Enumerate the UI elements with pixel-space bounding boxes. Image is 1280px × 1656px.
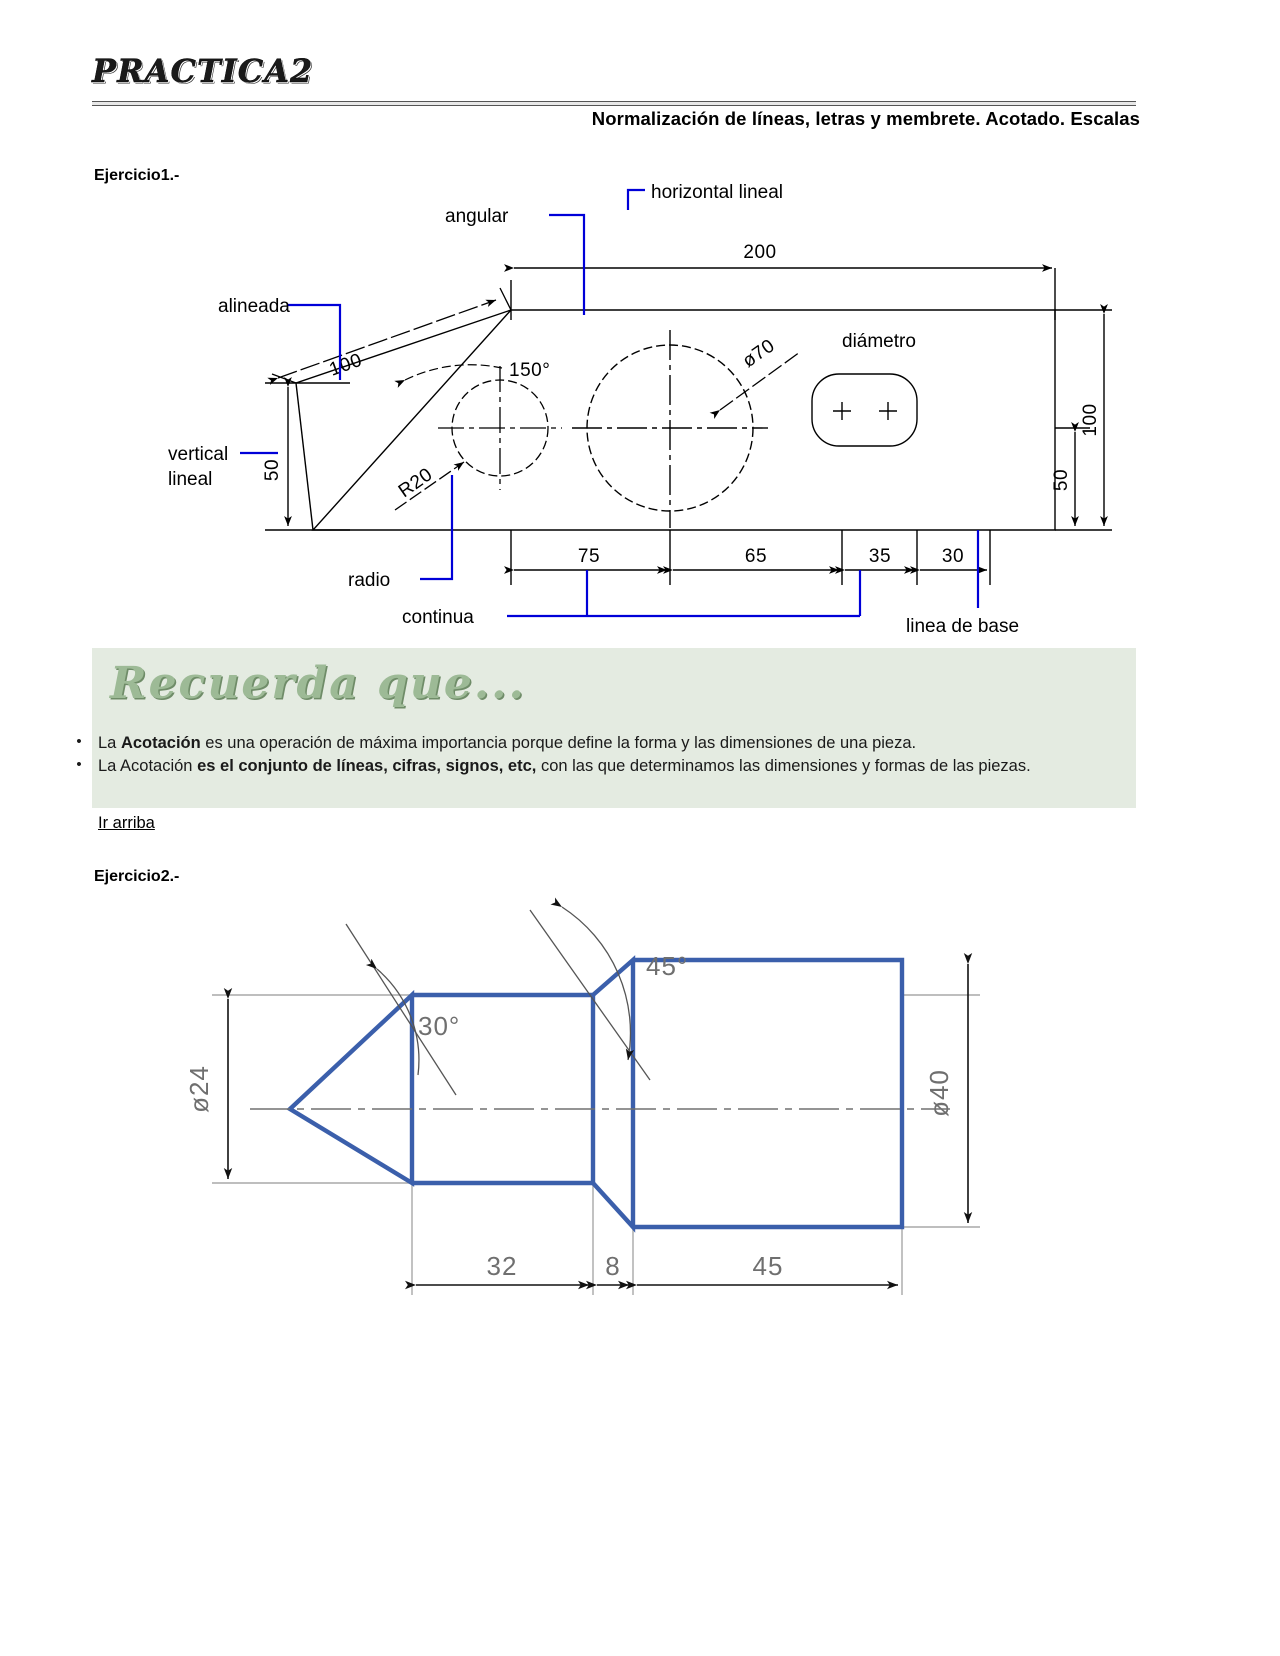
dim-value-diameter-40: ø40 (924, 1069, 954, 1117)
bullet-marker-icon: • (76, 733, 82, 750)
callout-label-lineal: lineal (168, 469, 212, 490)
leader-radio (420, 475, 454, 581)
dim-right-50 (1055, 422, 1090, 526)
dim-value-left-50: 50 (262, 459, 283, 481)
remember-box (92, 648, 1136, 808)
dim-right-100 (1055, 304, 1112, 531)
slot-hole (811, 373, 918, 447)
dim-value-length-32: 32 (487, 1251, 518, 1281)
document-title: PRACTICA2 (92, 52, 314, 90)
dim-value-angle-150: 150° (509, 360, 550, 381)
callout-label-linea-de-base: linea de base (906, 616, 1019, 637)
callout-label-horizontal-lineal: horizontal lineal (651, 182, 783, 203)
dim-value-35: 35 (869, 546, 891, 567)
dim-value-right-100: 100 (1080, 403, 1101, 436)
callout-leaders (240, 188, 980, 618)
dim-angle-30 (345, 923, 457, 1096)
dim-left-50 (265, 377, 350, 531)
list-item: • La Acotación es una operación de máxim… (60, 732, 1140, 755)
dim-aligned-100 (267, 287, 512, 386)
dim-value-angle-45: 45° (646, 951, 688, 981)
hole-large (572, 330, 768, 528)
dim-chain-bottom (504, 530, 991, 585)
dim-value-30: 30 (942, 546, 964, 567)
remember-heading: Recuerda que... (110, 658, 526, 709)
leader-angular (549, 213, 586, 315)
callout-label-angular: angular (445, 206, 509, 227)
dim-value-aligned-100: 100 (327, 350, 365, 381)
dim-value-75: 75 (578, 546, 600, 567)
extension-lines (212, 994, 980, 1295)
part-outline-ex2 (286, 955, 905, 1233)
bullet-text-2: La Acotación es el conjunto de líneas, c… (98, 756, 1031, 775)
dim-value-65: 65 (745, 546, 767, 567)
dim-value-right-50: 50 (1051, 469, 1072, 491)
list-item: • La Acotación es el conjunto de líneas,… (60, 755, 1140, 778)
dim-value-length-45: 45 (753, 1251, 784, 1281)
callout-label-vertical: vertical (168, 444, 228, 465)
dim-value-radius-20: R20 (395, 464, 437, 502)
callout-label-radio: radio (348, 570, 390, 591)
exercise2-label: Ejercicio2.- (94, 868, 180, 885)
dim-value-200: 200 (743, 242, 776, 263)
dim-radius-20 (394, 461, 465, 511)
callout-label-continua: continua (402, 607, 474, 628)
leader-alineada (288, 303, 342, 380)
go-to-top-link[interactable]: Ir arriba (98, 814, 155, 832)
header-divider (92, 101, 1136, 106)
leader-horizontal-lineal (626, 188, 645, 210)
dim-value-length-8: 8 (605, 1251, 620, 1281)
dim-angle-45 (529, 897, 651, 1081)
dim-diameter-70 (709, 351, 801, 420)
dim-value-diameter-70: ø70 (739, 335, 779, 372)
exercise1-label: Ejercicio1.- (94, 167, 180, 184)
document-subtitle: Normalización de líneas, letras y membre… (591, 108, 1140, 129)
dim-top-200 (504, 264, 1056, 320)
callout-label-alineada: alineada (218, 296, 290, 317)
bullet-marker-icon: • (76, 755, 82, 773)
exercise2-technical-drawing: 30° 45° ø24 ø40 32 (150, 885, 1130, 1315)
dim-value-angle-30: 30° (418, 1011, 460, 1041)
hole-small (438, 366, 562, 490)
exercise1-technical-drawing: 100 150° 200 ø70 (100, 180, 1140, 650)
dim-value-diameter-24: ø24 (184, 1065, 214, 1113)
dim-angle-150 (394, 364, 503, 388)
bullet-text-1: La Acotación es una operación de máxima … (98, 734, 917, 752)
remember-bullet-list: • La Acotación es una operación de máxim… (60, 732, 1140, 778)
callout-label-diametro: diámetro (842, 331, 916, 352)
